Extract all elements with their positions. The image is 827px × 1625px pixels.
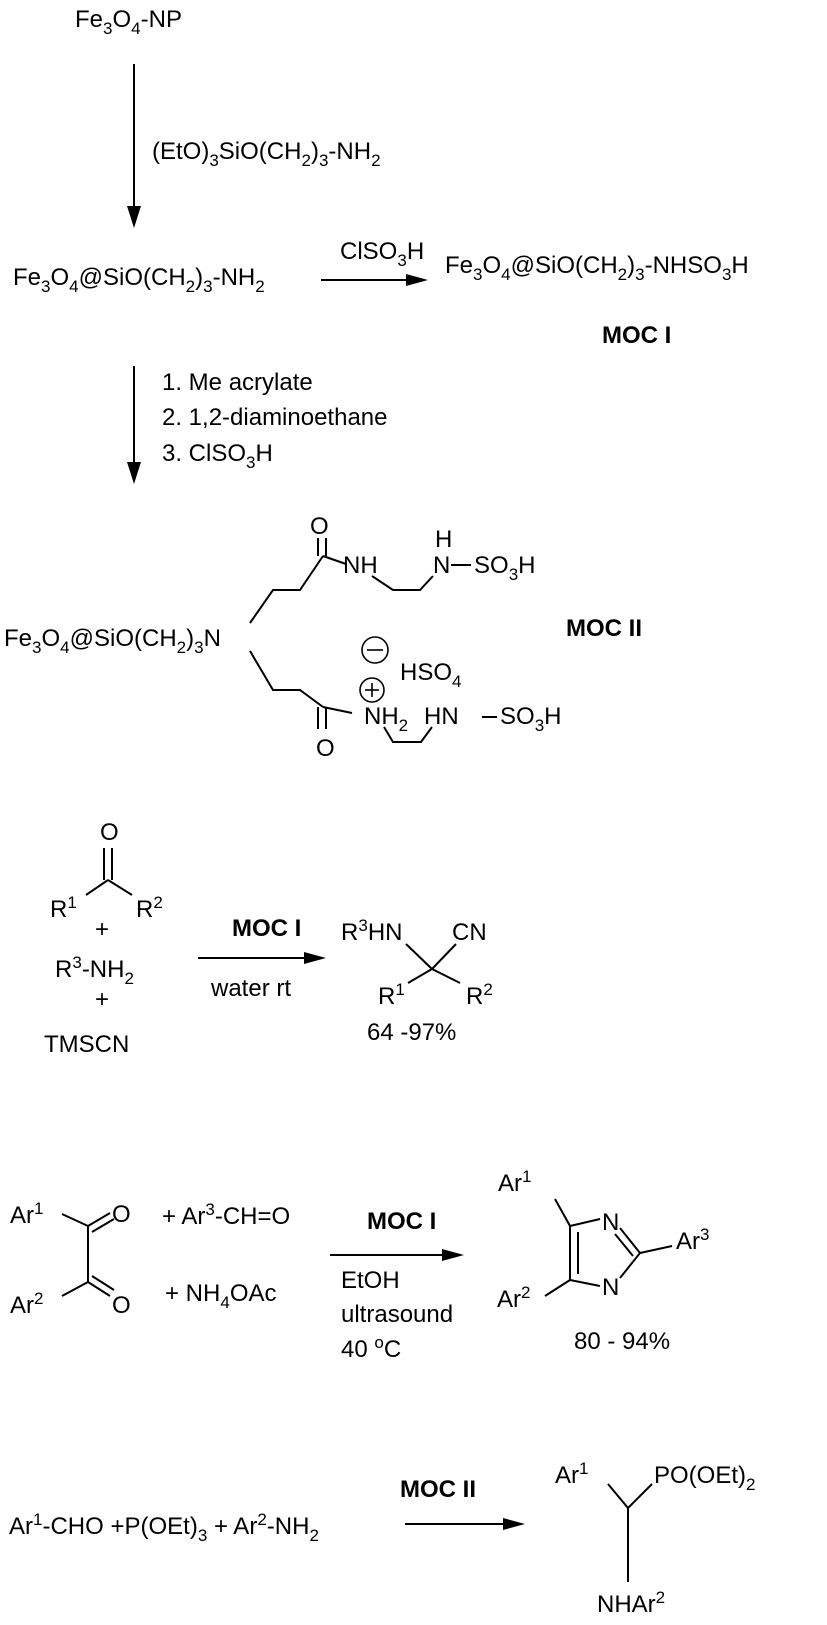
imidazole-ar1: Ar1 xyxy=(498,1167,531,1197)
reaction3-reactants: Ar1-CHO +P(OEt)3 + Ar2-NH2 xyxy=(9,1510,319,1545)
imidazole-ar2: Ar2 xyxy=(497,1283,530,1313)
aminonitrile-r1: R1 xyxy=(378,980,405,1010)
reaction2-yield: 80 - 94% xyxy=(574,1328,670,1355)
hso4-counterion: HSO4 xyxy=(400,659,461,691)
arrow-right-reaction3 xyxy=(405,1518,525,1530)
fe3o4-np-label: Fe3O4-NP xyxy=(75,6,182,38)
positive-charge-symbol xyxy=(359,677,385,703)
aminonitrile-cn: CN xyxy=(452,919,487,946)
ketone-bonds xyxy=(85,848,133,896)
upper-so3h: SO3H xyxy=(474,552,536,584)
reaction2-solvent: EtOH xyxy=(341,1267,400,1294)
aminophosphonate-ar1: Ar1 xyxy=(555,1459,588,1489)
upper-amide-nh: NH xyxy=(343,552,378,579)
ketone-r2: R2 xyxy=(136,893,163,923)
imidazole-ar3: Ar3 xyxy=(676,1225,709,1255)
moc2-label: MOC II xyxy=(566,615,642,642)
diketone-o-bottom: O xyxy=(112,1292,131,1319)
upper-sulfamide-n: N xyxy=(433,552,450,579)
silane-reagent: (EtO)3SiO(CH2)3-NH2 xyxy=(152,138,381,170)
lower-sulfamide-hn: HN xyxy=(424,703,459,730)
reaction3-catalyst: MOC II xyxy=(400,1476,476,1503)
reagent-step-2: 2. 1,2-diaminoethane xyxy=(162,404,388,431)
lower-carbonyl-o: O xyxy=(316,735,335,762)
ketone-o: O xyxy=(100,819,119,846)
moc2-core: Fe3O4@SiO(CH2)3N xyxy=(4,625,221,657)
ammonium-acetate: + NH4OAc xyxy=(165,1280,277,1312)
arrow-right-reaction2 xyxy=(330,1249,464,1261)
diketone-ar2: Ar2 xyxy=(10,1289,43,1319)
imidazole-n-bottom: N xyxy=(602,1274,619,1301)
aminophosphonate-po: PO(OEt)2 xyxy=(654,1462,755,1494)
aldehyde-reactant: + Ar3-CH=O xyxy=(162,1200,290,1230)
lower-so3h: SO3H xyxy=(500,703,562,735)
imidazole-ring xyxy=(544,1198,673,1297)
moc1-structure: Fe3O4@SiO(CH2)3-NHSO3H xyxy=(445,252,749,284)
arrow-down-2 xyxy=(127,366,141,484)
aminonitrile-bonds xyxy=(405,943,461,984)
moc2-lower-arm xyxy=(249,650,497,743)
upper-carbonyl-o: O xyxy=(310,513,329,540)
arrow-right-1 xyxy=(321,274,428,286)
reaction1-conditions: water rt xyxy=(210,975,291,1002)
diketone-bonds xyxy=(61,1212,115,1297)
reaction2-temperature: 40 oC xyxy=(341,1333,401,1363)
ketone-r1: R1 xyxy=(50,893,77,923)
diketone-o-top: O xyxy=(112,1201,131,1228)
reaction2-catalyst: MOC I xyxy=(367,1208,436,1235)
amine-functionalized-np: Fe3O4@SiO(CH2)3-NH2 xyxy=(13,264,265,296)
arrow-down-1 xyxy=(127,64,141,228)
moc1-label: MOC I xyxy=(602,322,671,349)
moc2-upper-arm xyxy=(249,538,471,624)
plus-sign-1: + xyxy=(95,916,109,943)
negative-charge-symbol xyxy=(361,636,389,664)
upper-sulfamide-h: H xyxy=(435,526,452,553)
reaction1-catalyst: MOC I xyxy=(232,915,301,942)
tmscn-reactant: TMSCN xyxy=(44,1031,129,1058)
aminonitrile-r3hn: R3HN xyxy=(341,916,402,946)
aminophosphonate-nhar2: NHAr2 xyxy=(597,1588,665,1618)
reaction2-ultrasound: ultrasound xyxy=(341,1301,453,1328)
aminophosphonate-bonds xyxy=(607,1483,653,1582)
plus-sign-2: + xyxy=(95,986,109,1013)
clso3h-reagent-1: ClSO3H xyxy=(340,238,424,270)
imidazole-n-top: N xyxy=(602,1209,619,1236)
aminonitrile-r2: R2 xyxy=(466,980,493,1010)
diketone-ar1: Ar1 xyxy=(10,1199,43,1229)
amine-reactant: R3-NH2 xyxy=(55,953,134,988)
reagent-step-3: 3. ClSO3H xyxy=(162,440,273,472)
arrow-right-reaction1 xyxy=(198,952,326,964)
reagent-step-1: 1. Me acrylate xyxy=(162,369,313,396)
reaction1-yield: 64 -97% xyxy=(367,1019,456,1046)
